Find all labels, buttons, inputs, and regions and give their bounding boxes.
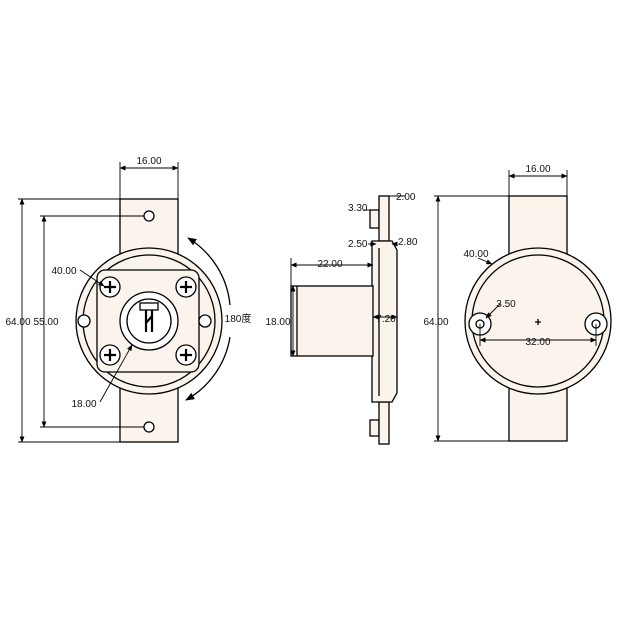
dim-front-rotation: 180度 — [225, 312, 252, 325]
dim-front-height-outer: 64.00 — [5, 317, 30, 328]
dim-front-body-diameter: 40.00 — [51, 266, 76, 277]
screw-icon — [99, 276, 121, 298]
side-bottom-tab-outer — [369, 419, 380, 437]
side-top-tab-inner — [378, 195, 390, 242]
center-mark-icon — [535, 319, 541, 325]
dim-side-cylinder-diameter: 18.00 — [265, 317, 290, 328]
side-cylinder — [290, 285, 374, 357]
dim-back-hole-spacing: 32.00 — [525, 337, 550, 348]
dim-side-flange-a: 2.50 — [348, 239, 368, 250]
side-top-tab-outer — [369, 209, 380, 229]
side-body — [371, 240, 398, 403]
dim-back-body-diameter: 40.00 — [463, 249, 488, 260]
dim-back-hole-diameter: 3.50 — [496, 299, 516, 310]
front-top-hole — [143, 210, 155, 222]
dim-side-body-depth: 7.20 — [376, 314, 396, 325]
dim-front-top-width: 16.00 — [136, 156, 161, 167]
dim-side-flange-b: 2.80 — [398, 237, 418, 248]
front-side-hole-right — [198, 314, 212, 328]
dim-front-key-diameter: 18.00 — [71, 399, 96, 410]
dim-side-cylinder-length: 22.00 — [317, 259, 342, 270]
keyway-icon — [139, 302, 159, 332]
front-bottom-hole — [143, 421, 155, 433]
dim-side-top-step-b: 2.00 — [396, 192, 416, 203]
screw-icon — [99, 344, 121, 366]
dim-back-height: 64.00 — [423, 317, 448, 328]
dim-side-top-step-a: 3.30 — [348, 203, 368, 214]
front-side-hole-left — [77, 314, 91, 328]
screw-icon — [175, 344, 197, 366]
side-view: 2.00 3.30 2.50 2.80 22.00 18.00 7.20 — [265, 192, 418, 445]
back-view: 16.00 64.00 40.00 3.50 32.00 — [423, 164, 612, 442]
front-view: 16.00 64.00 55.00 40.00 18.00 180度 — [5, 156, 252, 443]
dim-back-top-width: 16.00 — [525, 164, 550, 175]
dim-front-height-inner: 55.00 — [33, 317, 58, 328]
side-bottom-tab-inner — [378, 401, 390, 445]
screw-icon — [175, 276, 197, 298]
